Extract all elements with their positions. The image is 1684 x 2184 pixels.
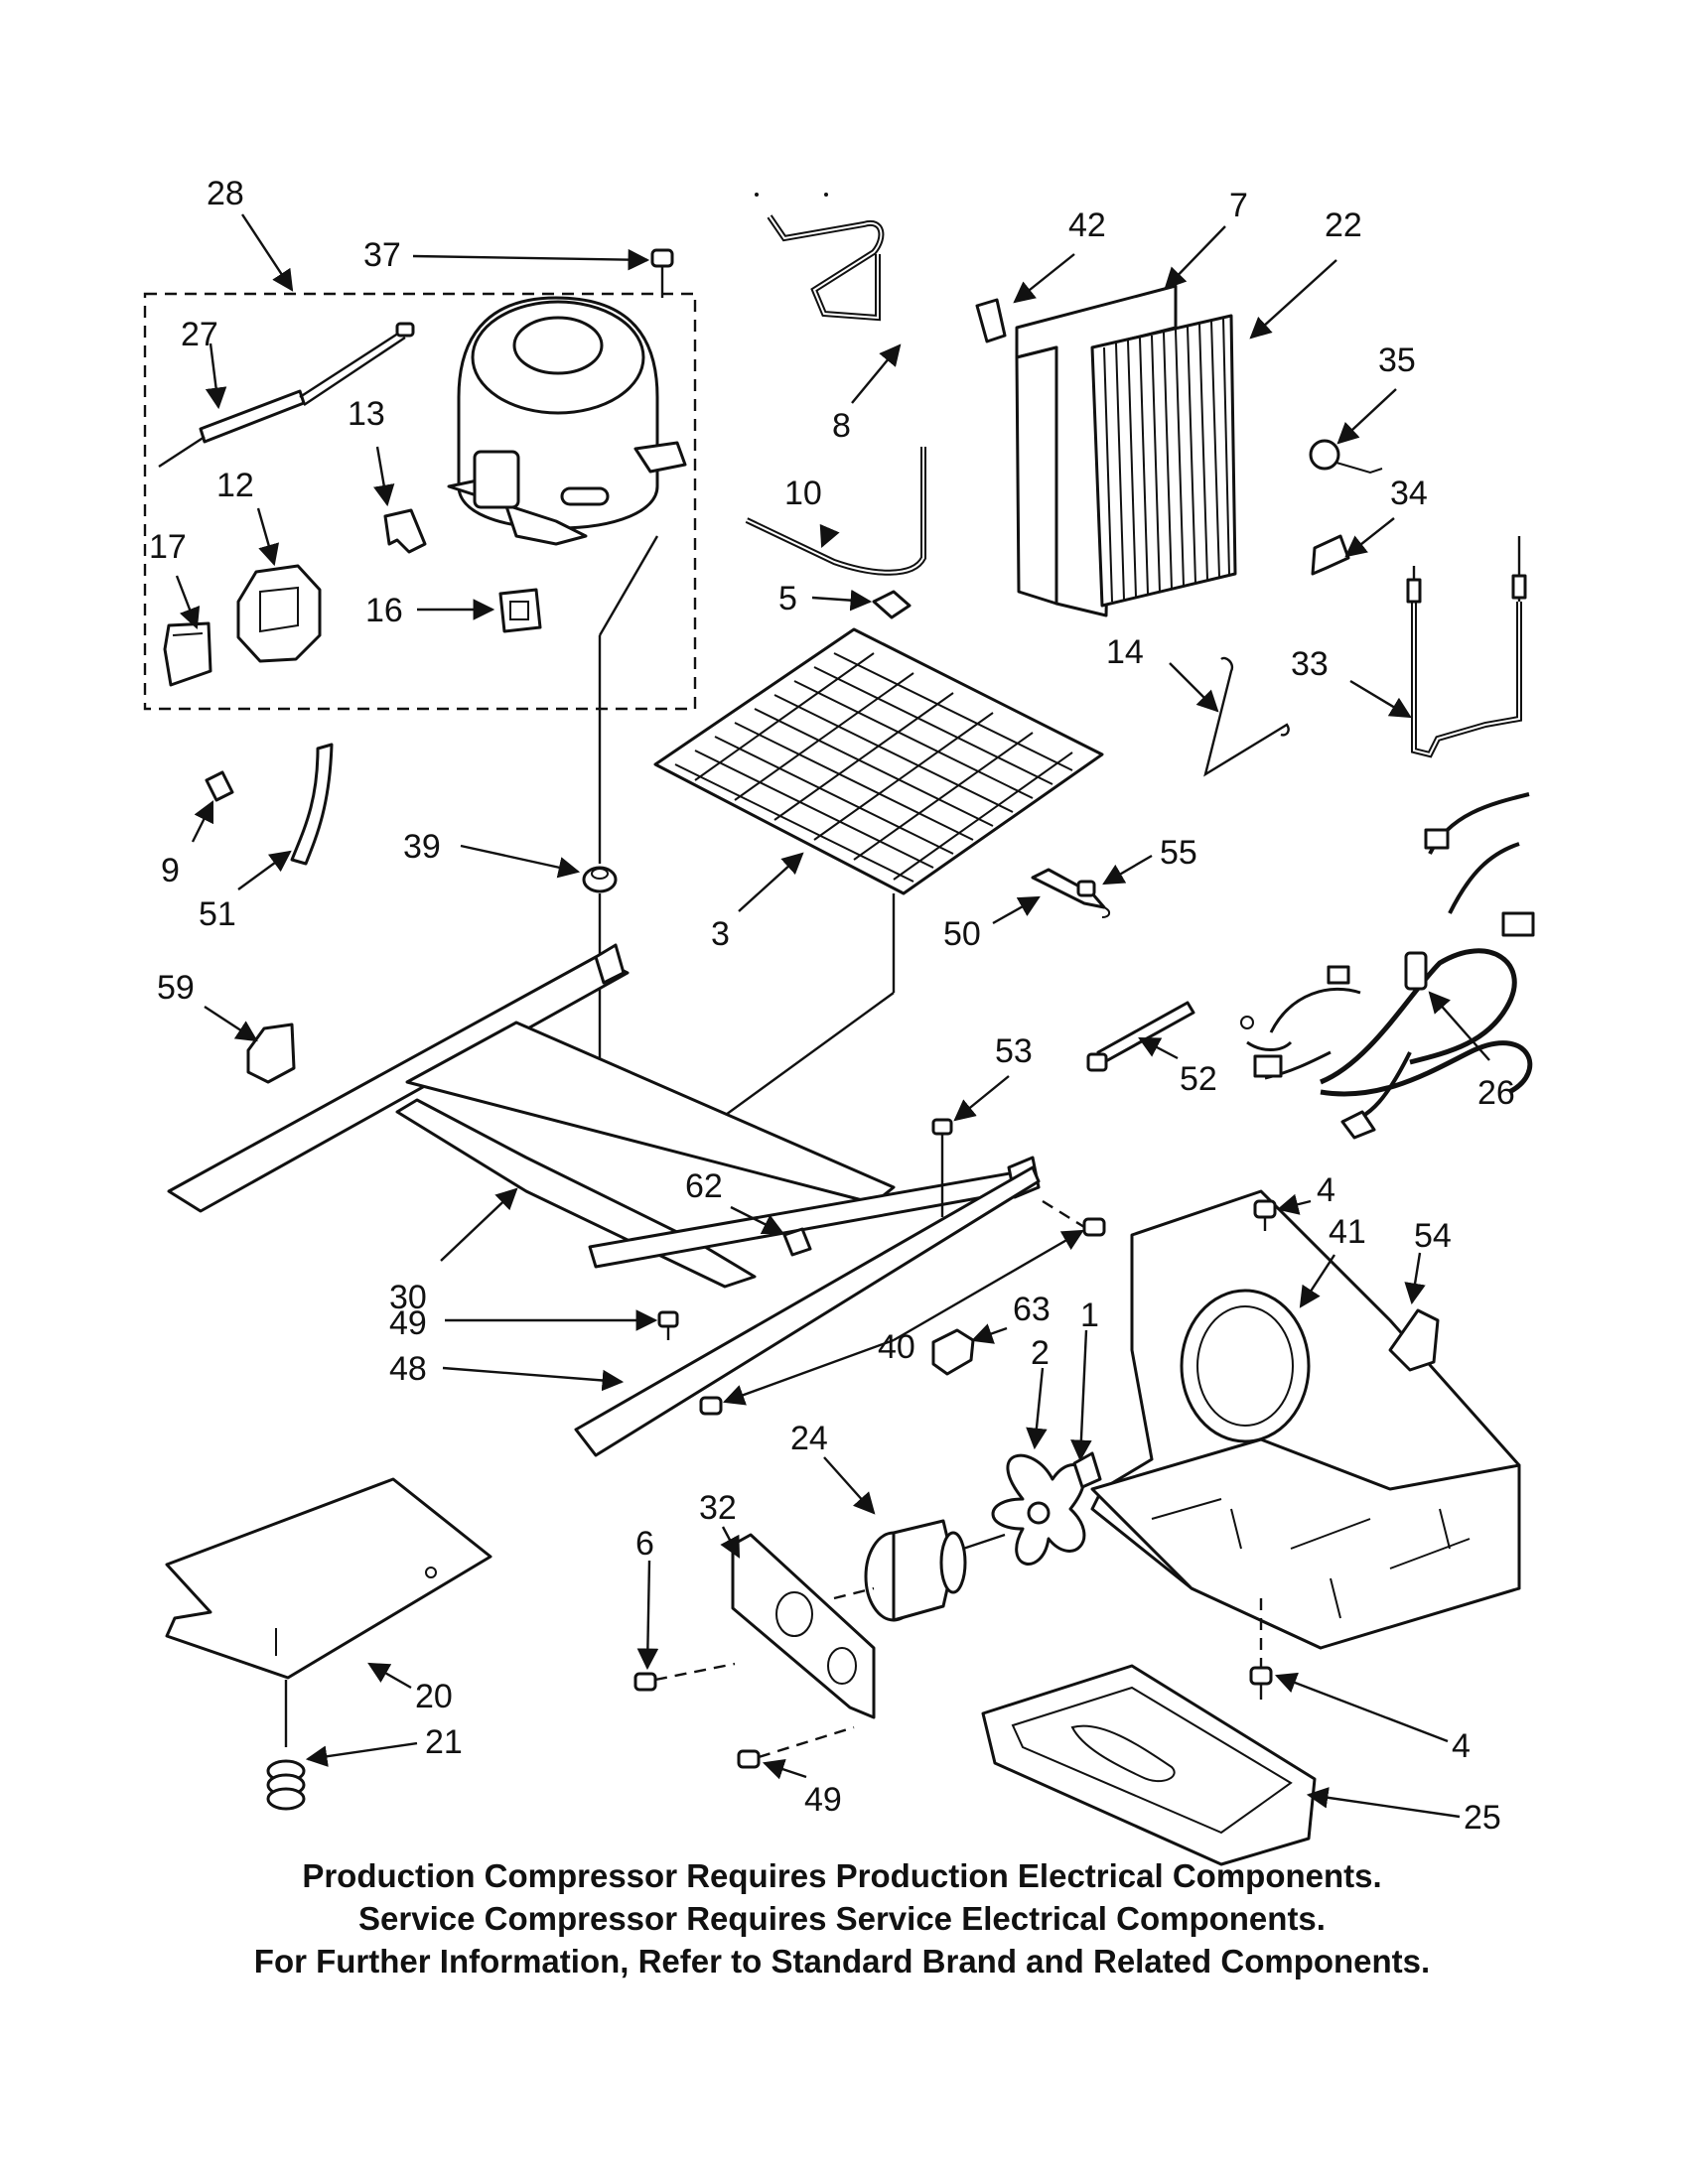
screw-4-lower [1249,1666,1273,1700]
callout-4-lower: 4 [1452,1727,1471,1765]
grommet-39 [582,866,618,893]
callout-32: 32 [699,1489,737,1527]
screw-40 [699,1217,1106,1416]
fan-blade-2 [991,1453,1086,1566]
note-line-1: Production Compressor Requires Productio… [302,1857,1382,1894]
callout-62: 62 [685,1167,723,1205]
callout-26: 26 [1477,1074,1515,1112]
callout-50: 50 [943,915,981,953]
callout-10: 10 [784,475,822,512]
plug-9 [205,770,234,802]
thermostat-35 [1309,439,1383,475]
tie-strap-52 [1096,1001,1195,1064]
wire-nut-54 [1388,1308,1440,1372]
callout-40: 40 [878,1328,915,1366]
screw-6 [633,1672,657,1692]
callout-52: 52 [1180,1060,1217,1098]
callout-22: 22 [1325,206,1362,244]
callout-1: 1 [1080,1297,1099,1334]
callout-16: 16 [365,592,403,629]
dot-mark [824,193,828,197]
cover-20 [165,1477,492,1680]
clip-59 [246,1023,296,1084]
callout-30: 30 [389,1279,427,1316]
hose-51 [290,743,334,866]
callout-4-upper: 4 [1317,1171,1335,1209]
overload-17 [163,621,212,687]
shroud-41 [1090,1189,1521,1650]
callout-41: 41 [1329,1213,1366,1251]
callout-12: 12 [216,467,254,504]
callout-labels: 28 37 27 13 12 17 16 8 10 5 42 7 22 35 3… [149,175,1515,1837]
nut-63 [931,1328,975,1376]
tubing-33 [1406,536,1527,758]
callout-14: 14 [1106,633,1144,671]
callout-34: 34 [1390,475,1428,512]
screw-37 [650,248,674,298]
callout-49-lower: 49 [804,1781,842,1819]
callout-53: 53 [995,1032,1033,1070]
callout-3: 3 [711,915,730,953]
compressor-tube-27 [158,322,415,469]
callout-42: 42 [1068,206,1106,244]
block-16 [498,588,542,633]
compressor [447,296,687,546]
drain-pan-25 [981,1664,1317,1866]
callout-55: 55 [1160,834,1197,872]
tube-10 [745,447,926,576]
callout-51: 51 [199,895,236,933]
condenser-coil-22 [1090,314,1237,608]
callout-63: 63 [1013,1291,1051,1328]
callout-48: 48 [389,1350,427,1388]
callout-2: 2 [1031,1334,1050,1372]
motor-bracket-32 [731,1533,876,1719]
screw-49-upper [657,1310,679,1340]
spring-21 [266,1759,306,1811]
screw-49-lower [737,1749,761,1769]
leader-lines [175,213,1490,1819]
diagram-notes: Production Compressor Requires Productio… [0,1854,1684,1982]
clip-13 [383,508,427,554]
callout-8: 8 [832,407,851,445]
rod-14 [1203,656,1290,777]
wire-harness-26 [1240,792,1535,1140]
clip-62 [782,1227,812,1257]
callout-5: 5 [778,580,797,617]
clip-42 [975,298,1007,343]
callout-17: 17 [149,528,187,566]
fan-motor-24 [864,1519,1006,1622]
bracket-34 [1311,534,1350,576]
callout-25: 25 [1464,1799,1501,1837]
screw-4-upper [1253,1199,1277,1231]
callout-37: 37 [363,236,401,274]
relay-12 [236,564,322,663]
condenser-3 [653,627,1104,895]
callout-21: 21 [425,1723,463,1761]
base-frame [167,943,1041,1457]
note-line-3: For Further Information, Refer to Standa… [253,1943,1431,1979]
callout-6: 6 [635,1525,654,1563]
bracket-50 [1031,868,1110,918]
callout-9: 9 [161,852,180,889]
compressor-kit-boundary [143,292,697,711]
callout-7: 7 [1229,187,1248,224]
dot-mark [755,193,759,197]
clip-5 [872,590,912,619]
callout-49-upper: 49 [389,1304,427,1342]
callout-33: 33 [1291,645,1329,683]
callout-13: 13 [348,395,385,433]
callout-24: 24 [790,1420,828,1457]
callout-39: 39 [403,828,441,866]
callout-35: 35 [1378,341,1416,379]
callout-27: 27 [181,316,218,353]
callout-59: 59 [157,969,195,1007]
screw-53 [931,1118,953,1217]
screw-55 [1076,880,1096,897]
callout-28: 28 [207,175,244,212]
note-line-2: Service Compressor Requires Service Elec… [358,1900,1326,1937]
callout-20: 20 [415,1678,453,1715]
callout-54: 54 [1414,1217,1452,1255]
